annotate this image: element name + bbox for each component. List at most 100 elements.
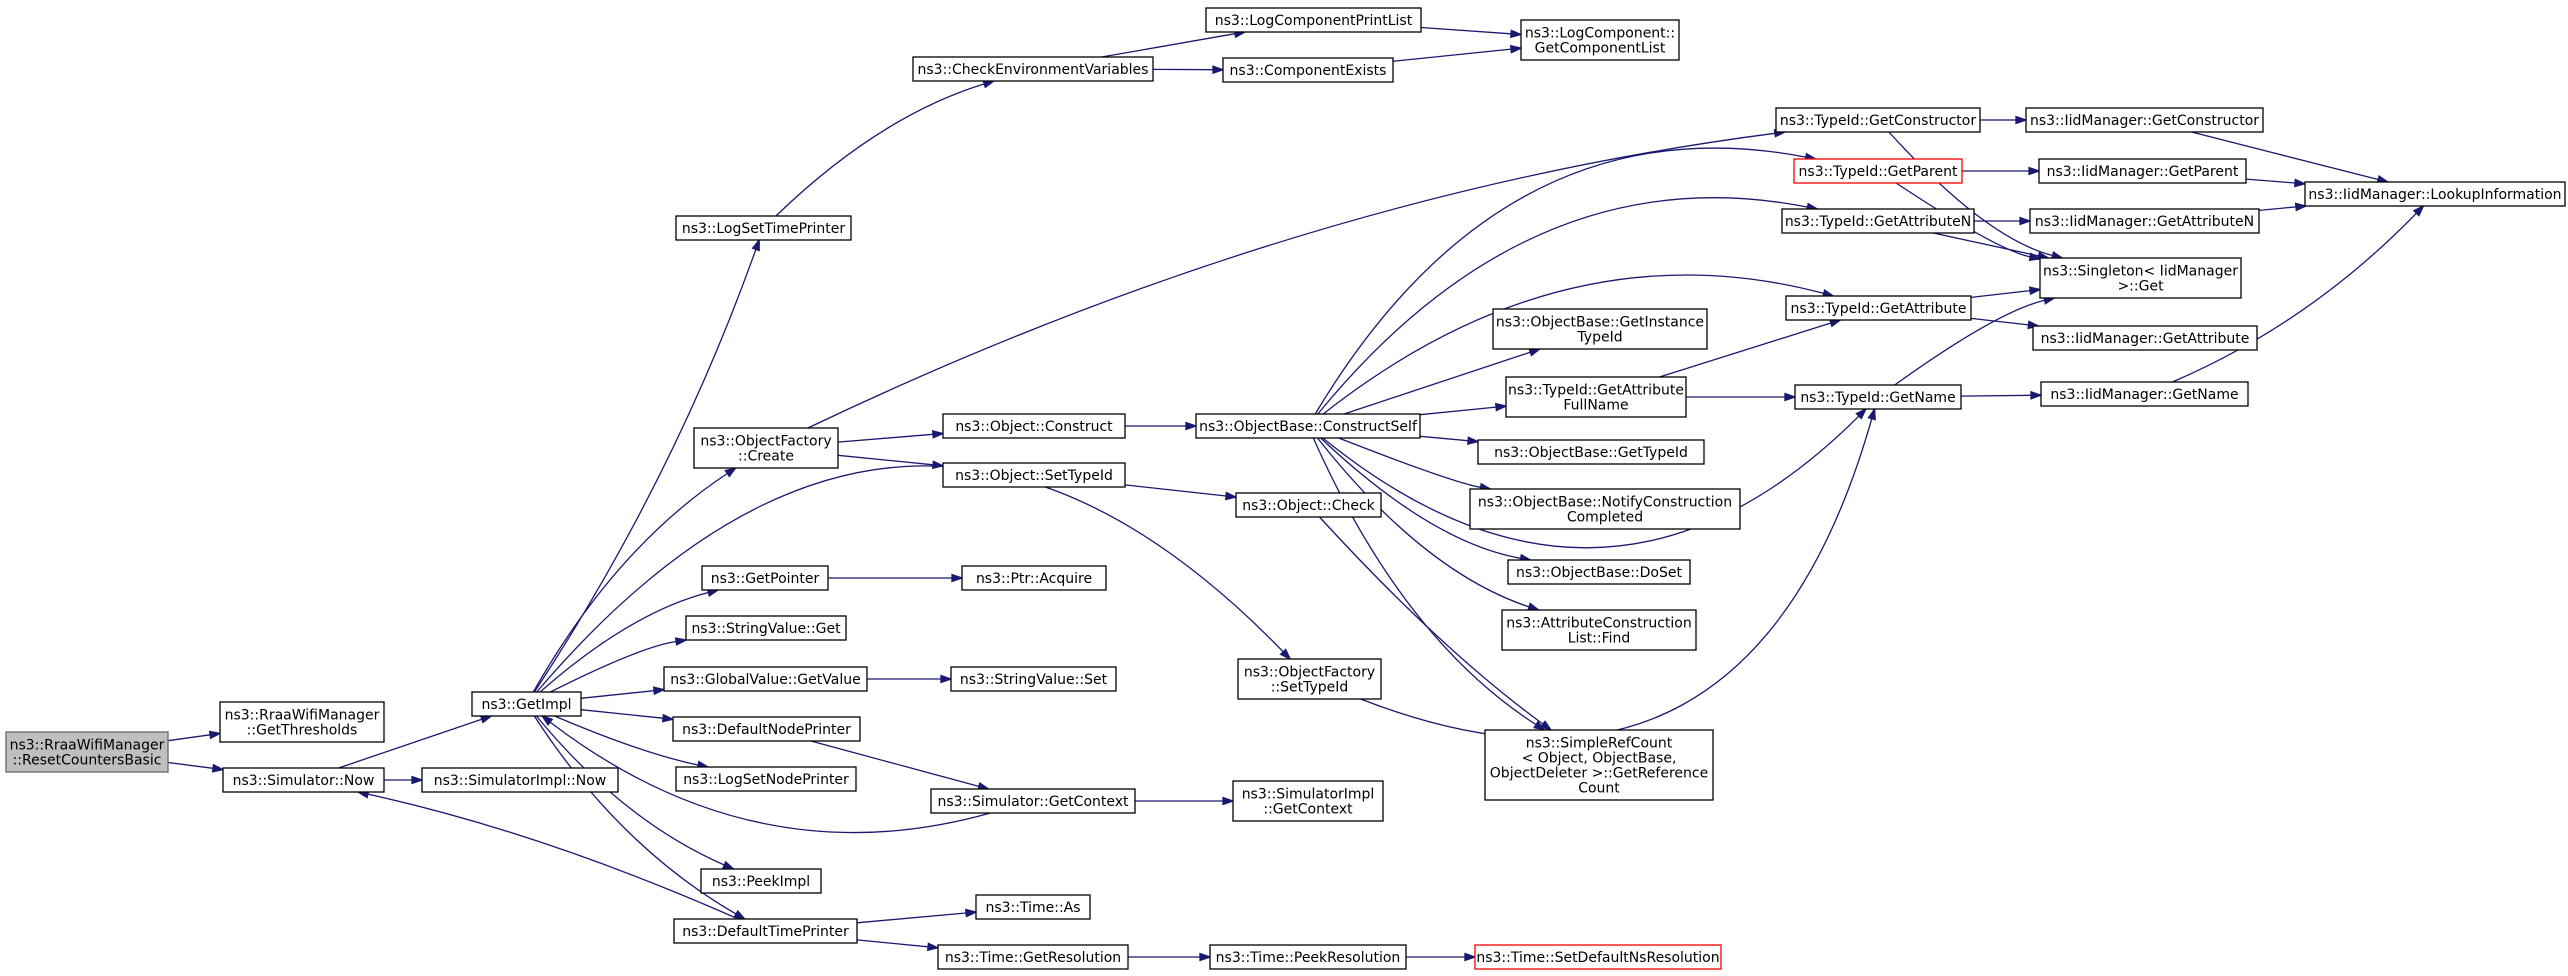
node-simulator-now[interactable]: ns3::Simulator::Now [222,767,385,793]
node-iid-get-parent[interactable]: ns3::IidManager::GetParent [2038,158,2247,184]
node-object-factory-create[interactable]: ns3::ObjectFactory::Create [693,427,839,469]
node-label: ns3::LogSetNodePrinter [683,772,849,788]
node-iid-get-name[interactable]: ns3::IidManager::GetName [2040,381,2249,407]
edge-line [837,454,934,466]
node-box [1492,308,1708,350]
node-label: ns3::DefaultNodePrinter [682,722,851,738]
node-log-component-get-list[interactable]: ns3::LogComponent::GetComponentList [1520,19,1680,61]
node-box [1209,944,1407,970]
node-typeid-get-attribute[interactable]: ns3::TypeId::GetAttribute [1785,295,1972,321]
edge-arrowhead [1224,491,1238,501]
node-box [1775,107,1981,133]
node-box [2039,257,2242,299]
node-box [1520,19,1680,61]
node-global-value-get-value[interactable]: ns3::GlobalValue::GetValue [663,666,868,692]
node-simulator-get-context[interactable]: ns3::Simulator::GetContext [930,788,1136,814]
node-string-value-get[interactable]: ns3::StringValue::Get [685,615,847,641]
node-label: ns3::AttributeConstruction [1506,616,1691,632]
node-string-value-set[interactable]: ns3::StringValue::Set [950,666,1117,692]
node-peek-impl[interactable]: ns3::PeekImpl [700,868,822,894]
node-label: ns3::TypeId::GetAttribute [1508,383,1684,399]
node-check-env-vars[interactable]: ns3::CheckEnvironmentVariables [912,56,1154,82]
node-object-construct[interactable]: ns3::Object::Construct [942,413,1126,439]
edge-arrowhead [661,713,675,723]
node-simulator-impl-now[interactable]: ns3::SimulatorImpl::Now [421,767,619,793]
call-edge-simulator_get_context-to-simulator_impl_get_context [1134,796,1235,806]
edge-line [580,690,655,699]
edge-arrowhead [1464,952,1477,962]
call-edge-object_set_type_id-to-object_check [1124,484,1238,501]
node-default-node-printer[interactable]: ns3::DefaultNodePrinter [672,716,861,742]
node-label: Count [1578,781,1620,797]
node-iid-get-constructor[interactable]: ns3::IidManager::GetConstructor [2025,107,2264,133]
node-default-time-printer[interactable]: ns3::DefaultTimePrinter [673,918,858,944]
node-object-base-construct-self[interactable]: ns3::ObjectBase::ConstructSelf [1195,413,1421,439]
node-label: ns3::IidManager::GetName [2050,387,2238,403]
edge-arrowhead [1855,407,1868,420]
node-label: ns3::LogComponentPrintList [1215,13,1413,29]
node-label: ns3::TypeId::GetName [1800,390,1955,406]
edge-arrowhead [2294,202,2308,212]
node-typeid-get-parent[interactable]: ns3::TypeId::GetParent [1793,158,1963,184]
node-label: ns3::DefaultTimePrinter [682,924,849,940]
call-edge-get_impl-to-log_set_time_printer [533,238,760,693]
call-edge-default_time_printer-to-time_as [856,908,978,924]
node-simple-ref-count-get-reference-count[interactable]: ns3::SimpleRefCount< Object, ObjectBase,… [1484,729,1714,801]
node-label: ns3::SimpleRefCount [1526,736,1673,752]
node-object-base-notify-construction-completed[interactable]: ns3::ObjectBase::NotifyConstructionCompl… [1469,488,1741,530]
node-box [222,767,385,793]
edge-arrowhead [1466,436,1480,446]
edge-line [775,83,985,217]
node-box [1794,384,1962,410]
node-typeid-get-constructor[interactable]: ns3::TypeId::GetConstructor [1775,107,1981,133]
node-box [1474,944,1722,970]
node-typeid-get-name[interactable]: ns3::TypeId::GetName [1794,384,1962,410]
node-box [219,701,385,743]
node-ptr-acquire[interactable]: ns3::Ptr::Acquire [961,565,1107,591]
edge-arrowhead [724,466,738,478]
edge-arrowhead [951,573,964,583]
node-time-get-resolution[interactable]: ns3::Time::GetResolution [937,944,1129,970]
node-time-as[interactable]: ns3::Time::As [975,894,1091,920]
edge-line [1970,289,2031,299]
node-object-check[interactable]: ns3::Object::Check [1235,492,1382,518]
node-iid-get-attribute[interactable]: ns3::IidManager::GetAttribute [2032,325,2258,351]
call-edge-object_factory_create-to-object_set_type_id [837,454,945,470]
node-box [1237,658,1382,700]
node-typeid-get-attribute-n[interactable]: ns3::TypeId::GetAttributeN [1781,208,1975,234]
node-log-component-print-list[interactable]: ns3::LogComponentPrintList [1205,7,1422,33]
node-object-set-type-id[interactable]: ns3::Object::SetTypeId [942,462,1126,488]
node-object-base-do-set[interactable]: ns3::ObjectBase::DoSet [1507,559,1691,585]
edge-line [549,721,991,834]
node-simulator-impl-get-context[interactable]: ns3::SimulatorImpl::GetContext [1232,780,1384,822]
edge-arrowhead [1212,65,1225,75]
node-box [673,918,858,944]
node-get-thresholds[interactable]: ns3::RraaWifiManager::GetThresholds [219,701,385,743]
call-edge-object_base_construct_self-to-object_base_get_type_id [1419,435,1480,446]
call-edge-object_construct-to-object_base_construct_self [1125,421,1198,431]
node-object-base-get-type-id[interactable]: ns3::ObjectBase::GetTypeId [1477,439,1705,465]
node-log-set-node-printer[interactable]: ns3::LogSetNodePrinter [675,766,857,792]
edge-line [1933,232,2039,257]
node-iid-get-attribute-n[interactable]: ns3::IidManager::GetAttributeN [2029,208,2260,234]
node-log-set-time-printer[interactable]: ns3::LogSetTimePrinter [675,215,852,241]
node-time-peek-resolution[interactable]: ns3::Time::PeekResolution [1209,944,1407,970]
node-singleton-get[interactable]: ns3::Singleton< IidManager >::Get [2039,257,2242,299]
node-get-pointer[interactable]: ns3::GetPointer [701,565,829,591]
node-label: ns3::TypeId::GetAttribute [1791,301,1967,317]
node-time-set-default-ns-resolution[interactable]: ns3::Time::SetDefaultNsResolution [1474,944,1722,970]
edge-line [554,715,699,766]
node-iid-lookup-information[interactable]: ns3::IidManager::LookupInformation [2304,181,2566,207]
edge-arrowhead [733,909,747,920]
node-box [701,565,829,591]
node-get-impl[interactable]: ns3::GetImpl [471,691,582,717]
node-label: ns3::Object::SetTypeId [955,468,1113,484]
node-label: ::ResetCountersBasic [13,753,162,769]
edge-line [1316,437,1530,608]
node-object-factory-set-type-id[interactable]: ns3::ObjectFactory::SetTypeId [1237,658,1382,700]
node-label: ::SetTypeId [1271,680,1349,696]
node-component-exists[interactable]: ns3::ComponentExists [1222,57,1394,83]
